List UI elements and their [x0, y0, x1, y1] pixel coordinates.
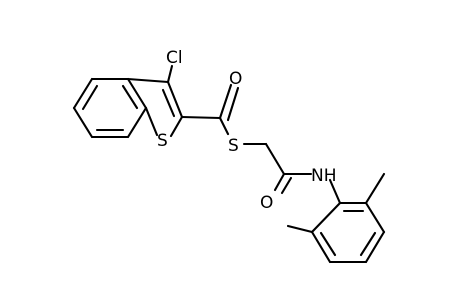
double-bond-inner: [226, 86, 240, 122]
bond: [364, 201, 386, 234]
bond: [310, 201, 342, 234]
bond: [126, 77, 148, 110]
thioester-sulfur-label: S: [228, 136, 239, 156]
bond: [328, 178, 342, 205]
ester-oxygen-label: O: [229, 69, 242, 89]
bond: [169, 115, 184, 138]
bond: [264, 142, 286, 176]
bond: [126, 106, 148, 139]
bonds: [72, 64, 386, 264]
double-bond-inner: [81, 84, 99, 111]
amide-oxygen-label: O: [260, 193, 273, 213]
bond: [310, 230, 332, 264]
amide-nh-label: NH: [311, 166, 337, 186]
bond: [218, 116, 230, 136]
methyl-bond: [286, 224, 314, 234]
double-bond-inner: [359, 231, 377, 257]
bond: [218, 83, 233, 120]
bond: [166, 80, 184, 119]
bond: [364, 230, 386, 264]
double-bond-inner: [319, 231, 337, 257]
bond: [126, 77, 170, 84]
bond: [180, 115, 222, 120]
ring-sulfur-label: S: [157, 131, 168, 151]
double-bond-inner: [161, 88, 176, 118]
double-bond-inner: [280, 176, 293, 195]
methyl-bond: [364, 172, 386, 205]
atom-labels: Cl S S O O NH: [157, 48, 337, 213]
bond: [166, 64, 174, 84]
bond: [144, 106, 159, 137]
bond: [72, 77, 94, 110]
double-bond-inner: [121, 84, 139, 110]
chlorine-label: Cl: [166, 48, 183, 68]
bond: [72, 106, 94, 139]
bond: [273, 172, 286, 192]
